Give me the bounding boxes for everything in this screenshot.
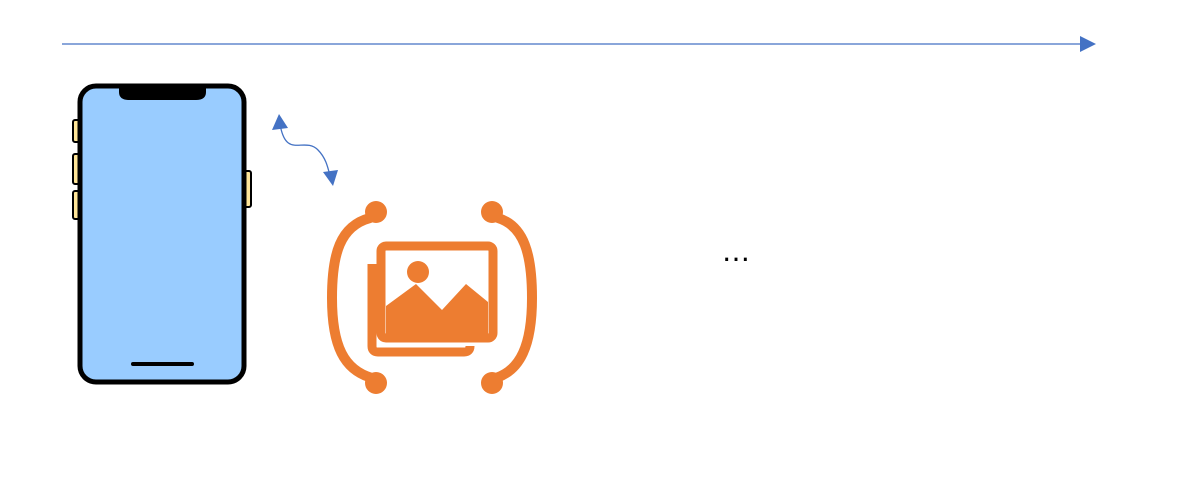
bidirectional-arrow-icon bbox=[272, 114, 338, 186]
timeline-arrow-icon bbox=[62, 36, 1096, 52]
ellipsis-text: … bbox=[722, 235, 751, 268]
smartphone-icon bbox=[72, 83, 252, 385]
image-gallery-icon bbox=[326, 201, 538, 394]
